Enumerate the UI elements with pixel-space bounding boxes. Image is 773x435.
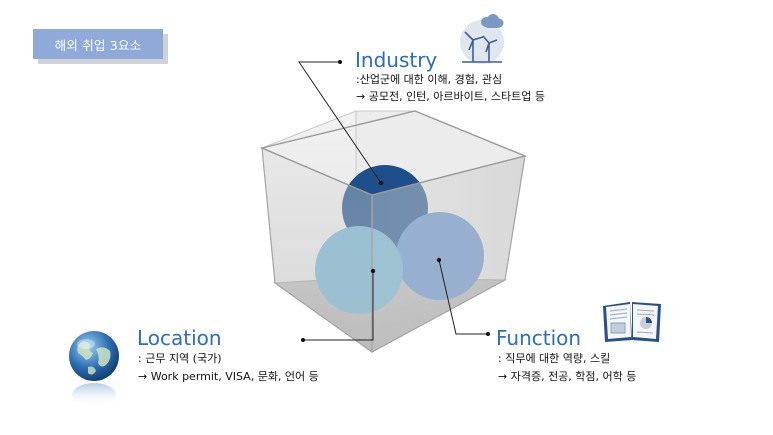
industry-line2: → 공모전, 인턴, 아르바이트, 스타트업 등 bbox=[356, 90, 545, 103]
location-connector-dot bbox=[370, 268, 376, 274]
open-report-book-icon bbox=[603, 302, 661, 342]
function-line1: : 직무에 대한 역량, 스킬 bbox=[498, 352, 611, 365]
title-tag: 해외 취업 3요소 bbox=[33, 29, 163, 59]
location-line1: : 근무 지역 (국가) bbox=[138, 352, 222, 365]
wind-turbine-cloud-icon bbox=[460, 14, 504, 64]
box-top-rim bbox=[259, 110, 528, 196]
globe-icon bbox=[69, 331, 119, 407]
industry-connector-dot bbox=[378, 180, 384, 186]
location-connector bbox=[303, 271, 374, 341]
industry-line1: :산업군에 대한 이해, 경험, 관심 bbox=[356, 73, 503, 86]
industry-connector bbox=[298, 61, 382, 184]
location-title: Location bbox=[137, 326, 222, 350]
function-line2: → 자격증, 전공, 학점, 어학 등 bbox=[498, 370, 637, 383]
industry-title: Industry bbox=[355, 48, 438, 72]
function-title: Function bbox=[496, 326, 582, 350]
location-line2: → Work permit, VISA, 문화, 언어 등 bbox=[138, 370, 319, 383]
function-connector-dot bbox=[436, 257, 442, 263]
function-connector bbox=[438, 259, 488, 335]
